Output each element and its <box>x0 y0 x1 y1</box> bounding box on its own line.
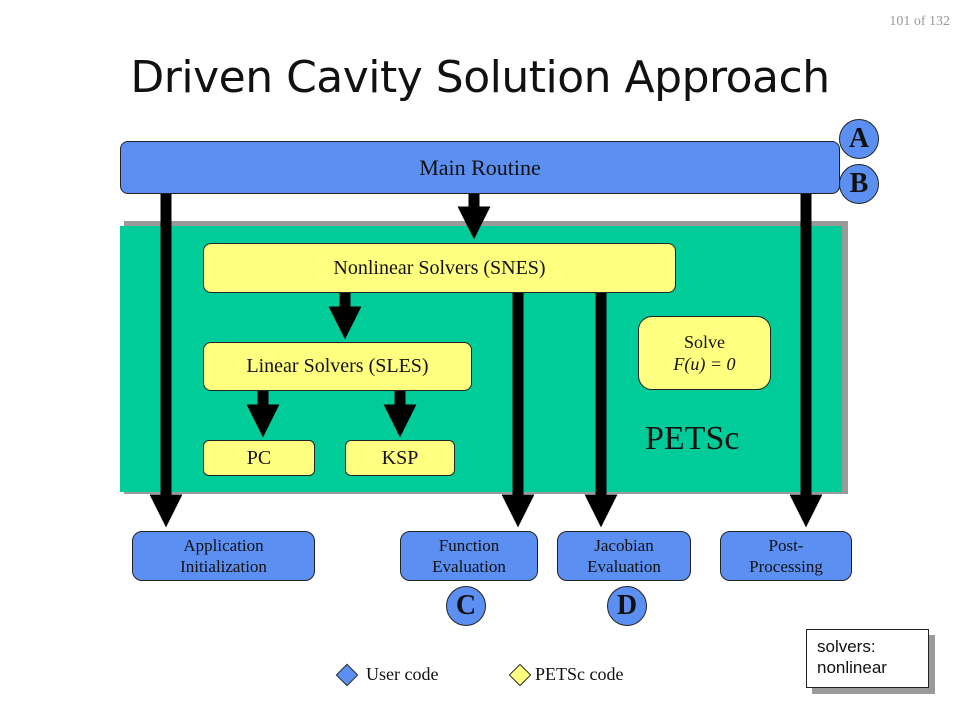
pc-label: PC <box>246 446 272 469</box>
func-eval-line2: Evaluation <box>432 557 506 576</box>
petsc-code-legend-label: PETSc code <box>535 664 624 684</box>
marker-b[interactable]: B <box>839 164 879 204</box>
linear-solvers-box: Linear Solvers (SLES) <box>203 342 472 391</box>
main-routine-box: Main Routine <box>120 141 840 194</box>
post-processing-box: Post- Processing <box>720 531 852 581</box>
app-init-line1: Application <box>183 536 264 555</box>
pc-box: PC <box>203 440 315 476</box>
user-code-legend-label: User code <box>366 664 439 684</box>
ksp-label: KSP <box>381 446 419 469</box>
app-init-line2: Initialization <box>180 557 267 576</box>
note-line2: nonlinear <box>817 658 887 677</box>
solve-equation: F(u) = 0 <box>673 354 736 374</box>
nonlinear-solvers-box: Nonlinear Solvers (SNES) <box>203 243 676 293</box>
func-eval-line1: Function <box>438 536 500 555</box>
jac-eval-line1: Jacobian <box>594 536 654 555</box>
solve-label: Solve <box>683 332 725 352</box>
ksp-box: KSP <box>345 440 455 476</box>
page-number: 101 of 132 <box>889 14 950 29</box>
post-line2: Processing <box>749 557 823 576</box>
petsc-label: PETSc <box>645 420 740 457</box>
nonlinear-solvers-label: Nonlinear Solvers (SNES) <box>333 256 546 279</box>
jacobian-evaluation-box: Jacobian Evaluation <box>557 531 691 581</box>
note-line1: solvers: <box>817 637 876 656</box>
jac-eval-line2: Evaluation <box>587 557 661 576</box>
post-line1: Post- <box>768 536 804 555</box>
main-routine-label: Main Routine <box>419 154 541 180</box>
function-evaluation-box: Function Evaluation <box>400 531 538 581</box>
solve-box: Solve F(u) = 0 <box>638 316 771 390</box>
marker-d[interactable]: D <box>607 586 647 626</box>
marker-a[interactable]: A <box>839 119 879 159</box>
marker-c[interactable]: C <box>446 586 486 626</box>
note-box: solvers: nonlinear <box>806 629 929 688</box>
application-initialization-box: Application Initialization <box>132 531 315 581</box>
linear-solvers-label: Linear Solvers (SLES) <box>246 355 429 377</box>
slide-title: Driven Cavity Solution Approach <box>130 52 830 103</box>
